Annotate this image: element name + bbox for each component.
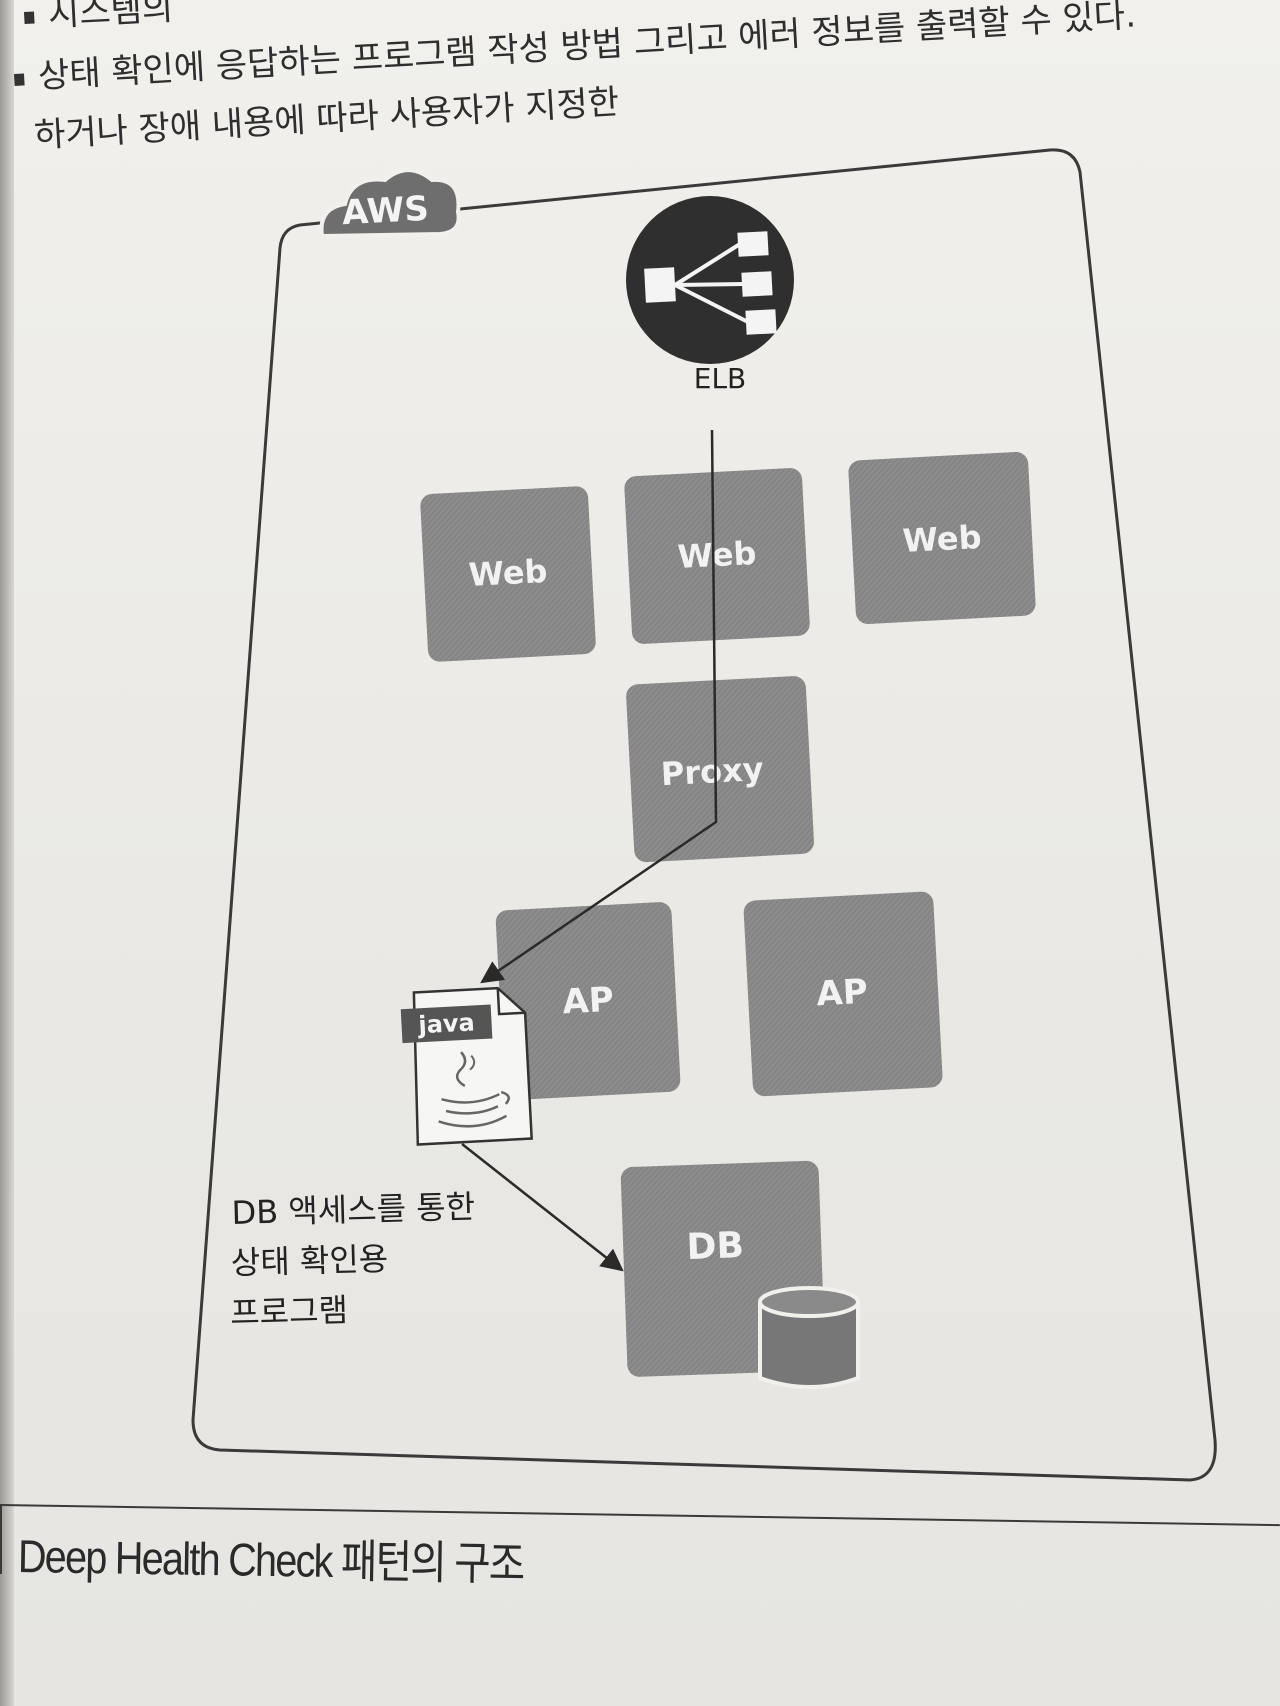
java-label: java <box>417 1008 476 1039</box>
web-server-box-2: Web <box>624 468 810 644</box>
health-check-request-line <box>480 429 718 984</box>
page-spine-shadow <box>0 0 14 1706</box>
java-file-icon: java <box>400 986 533 1146</box>
db-server-label: DB <box>686 1225 745 1268</box>
annotation-text: DB 액세스를 통한 상태 확인용 프로그램 <box>230 1188 476 1332</box>
elb-icon <box>626 196 794 364</box>
elb-label: ELB <box>694 362 747 395</box>
cloud-label: AWS <box>341 189 430 233</box>
db-access-line <box>461 1143 624 1272</box>
caption-bracket <box>0 1504 2 1574</box>
web-server-box-1: Web <box>420 486 596 662</box>
web-server-label-1: Web <box>468 552 549 594</box>
database-icon <box>758 1286 860 1389</box>
web-server-label-3: Web <box>902 518 983 560</box>
annotation-line-1: DB 액세스를 통한 <box>231 1188 475 1232</box>
aws-boundary-frame <box>191 148 1217 1482</box>
annotation-line-3: 프로그램 <box>230 1291 349 1332</box>
ap-server-label-2: AP <box>815 972 868 1015</box>
web-server-box-3: Web <box>848 452 1036 624</box>
web-server-label-2: Web <box>677 534 758 576</box>
ap-server-label-1: AP <box>561 980 614 1023</box>
ap-server-box-1: AP <box>495 902 681 1100</box>
figure-caption: Deep Health Check 패턴의 구조 <box>17 1530 525 1590</box>
ap-server-box-2: AP <box>743 891 943 1097</box>
proxy-box: Proxy <box>626 676 814 863</box>
cloud-icon: AWS <box>319 168 461 239</box>
proxy-label: Proxy <box>660 750 765 793</box>
annotation-line-2: 상태 확인용 <box>230 1240 388 1282</box>
